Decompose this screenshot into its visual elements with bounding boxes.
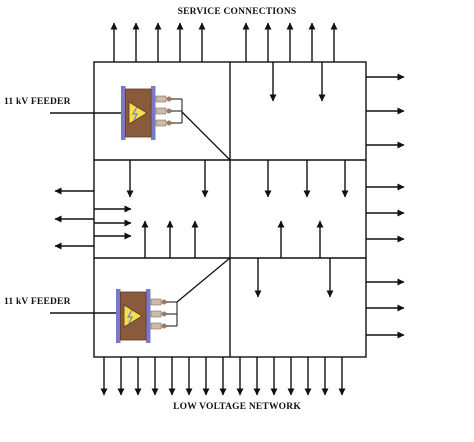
connection-top-transformer — [181, 111, 231, 161]
transformer-connections — [176, 111, 231, 303]
transformer-icon — [116, 289, 178, 343]
feeder-label-bottom: 11 kV FEEDER — [4, 297, 71, 307]
feeder-label-top: 11 kV FEEDER — [4, 97, 71, 107]
low-voltage-network-label: LOW VOLTAGE NETWORK — [173, 402, 301, 412]
feeder-lines — [50, 112, 121, 314]
service-connections-label: SERVICE CONNECTIONS — [177, 7, 297, 17]
connection-bottom-transformer — [176, 257, 231, 303]
transformer-icon — [121, 86, 183, 140]
